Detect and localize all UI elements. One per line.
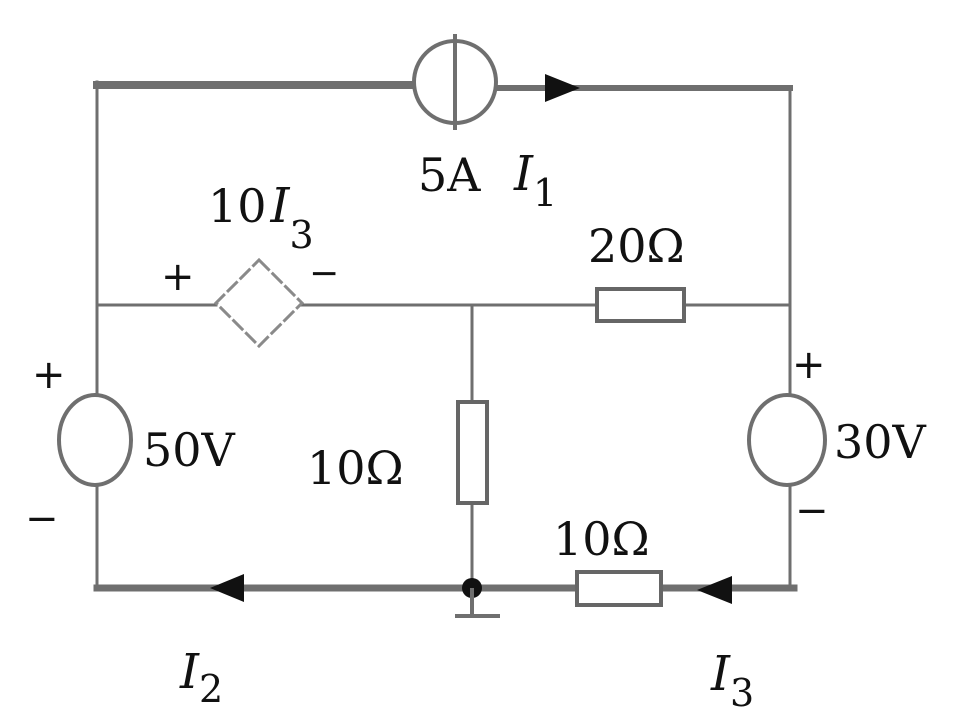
dependent-source-minus: − bbox=[309, 253, 339, 294]
resistor-20-ohm bbox=[595, 287, 686, 323]
resistor-10-ohm-vertical bbox=[456, 400, 489, 505]
voltage-source-50v-minus: − bbox=[25, 496, 59, 542]
voltage-source-30v-label: 30V bbox=[834, 415, 927, 469]
resistor-10-ohm-vertical-label: 10Ω bbox=[307, 441, 404, 495]
voltage-source-30v-plus: + bbox=[792, 342, 826, 388]
resistor-10-ohm-bottom bbox=[575, 570, 663, 607]
current-label-i1: I1 bbox=[513, 146, 557, 215]
current-source-5a bbox=[412, 34, 498, 130]
diamond-icon bbox=[213, 257, 305, 349]
current-label-i2: I2 bbox=[179, 644, 223, 711]
voltage-source-30v-minus: − bbox=[795, 488, 829, 534]
arrow-right-icon bbox=[545, 74, 580, 102]
resistor-20-ohm-label: 20Ω bbox=[588, 219, 685, 273]
resistor-10-ohm-bottom-label: 10Ω bbox=[553, 512, 650, 566]
voltage-source-30v bbox=[747, 393, 827, 487]
wires bbox=[93, 80, 798, 592]
voltage-source-50v-label: 50V bbox=[143, 423, 236, 477]
dependent-source bbox=[213, 257, 305, 349]
voltage-source-50v bbox=[57, 393, 133, 487]
arrow-left-icon bbox=[697, 576, 732, 604]
arrow-left-icon bbox=[210, 574, 244, 602]
dependent-source-plus: + bbox=[161, 254, 195, 300]
voltage-source-50v-plus: + bbox=[32, 352, 66, 398]
dependent-source-label: 10I3 bbox=[208, 178, 314, 257]
current-source-label: 5A bbox=[418, 148, 481, 202]
current-label-i3: I3 bbox=[710, 646, 754, 715]
ground-icon bbox=[455, 588, 500, 618]
